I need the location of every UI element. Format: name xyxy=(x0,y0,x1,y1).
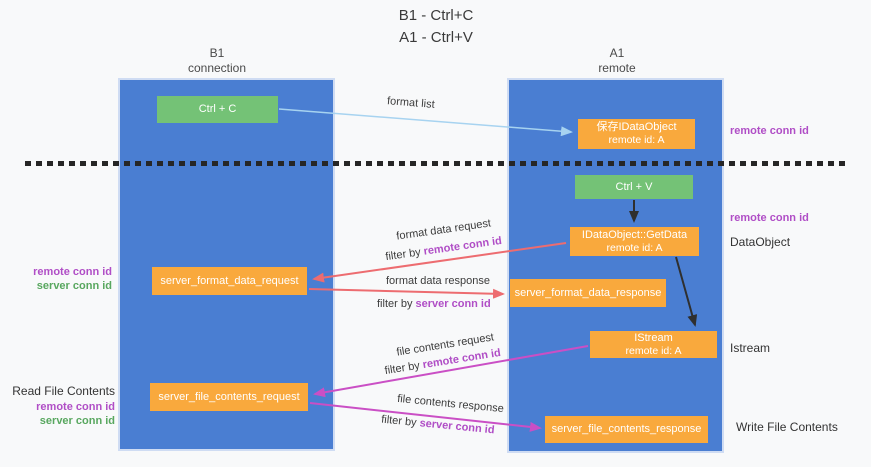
label-remote-conn-id-left: remote conn id xyxy=(33,266,112,278)
save-idataobject-line1: 保存IDataObject xyxy=(596,121,677,133)
filter-key-server-conn-id: server conn id xyxy=(419,417,496,437)
filter-key-server-conn-id: server conn id xyxy=(415,298,491,310)
arrow-format-data-response xyxy=(308,288,505,299)
lane-a1-role: remote xyxy=(598,61,636,75)
box-ctrl-c: Ctrl + C xyxy=(157,96,278,123)
fmt-resp-label: server_format_data_response xyxy=(514,286,662,299)
label-istream: Istream xyxy=(730,341,771,355)
getdata-line2: remote id: A xyxy=(606,241,663,254)
label-file-contents-response: file contents response xyxy=(396,392,505,416)
diagram-title: B1 - Ctrl+C A1 - Ctrl+V xyxy=(336,5,536,49)
fmt-req-label: server_format_data_request xyxy=(160,274,299,287)
label-server-conn-id-left: server conn id xyxy=(36,280,112,292)
filter-prefix: filter by xyxy=(383,359,424,378)
box-server-format-data-response: server_format_data_response xyxy=(510,279,666,307)
label-read-file-contents: Read File Contents xyxy=(12,384,115,398)
file-req-label: server_file_contents_request xyxy=(158,390,300,403)
box-save-idataobject: 保存IDataObject remote id: A xyxy=(578,119,695,149)
ctrl-v-label: Ctrl + V xyxy=(615,180,653,193)
title-line-1: B1 - Ctrl+C xyxy=(398,7,474,24)
box-server-file-contents-response: server_file_contents_response xyxy=(545,416,708,443)
label-group-file-conn-ids: remote conn id server conn id xyxy=(0,400,115,428)
save-idataobject-line2: remote id: A xyxy=(608,134,665,146)
lane-b1-name: B1 xyxy=(209,46,225,60)
istream-line2: remote id: A xyxy=(625,344,682,357)
title-line-2: A1 - Ctrl+V xyxy=(399,29,473,46)
lane-a1-name: A1 xyxy=(609,46,625,60)
box-istream: IStream remote id: A xyxy=(590,331,717,358)
box-idataobject-getdata: IDataObject::GetData remote id: A xyxy=(570,227,699,256)
box-ctrl-v: Ctrl + V xyxy=(575,175,693,199)
label-dataobject: DataObject xyxy=(730,235,791,249)
box-server-format-data-request: server_format_data_request xyxy=(152,267,307,295)
ctrl-c-label: Ctrl + C xyxy=(198,103,237,115)
phase-separator-dashed-line xyxy=(25,161,848,166)
istream-line1: IStream xyxy=(634,331,673,344)
label-remote-conn-id-dataobject: remote conn id xyxy=(730,212,809,224)
label-remote-conn-id-top-right: remote conn id xyxy=(730,125,809,137)
label-write-file-contents: Write File Contents xyxy=(736,420,838,434)
filter-prefix: filter by xyxy=(377,298,416,310)
label-server-conn-id-left-file: server conn id xyxy=(39,415,115,427)
filter-key-remote-conn-id: remote conn id xyxy=(422,234,503,258)
lane-header-a1: A1 remote xyxy=(547,46,687,76)
lane-b1-role: connection xyxy=(187,61,247,75)
getdata-line1: IDataObject::GetData xyxy=(581,228,688,241)
label-format-data-response-filter: filter by server conn id xyxy=(377,298,491,310)
label-remote-conn-id-left-file: remote conn id xyxy=(36,401,115,413)
lane-header-b1: B1 connection xyxy=(147,46,287,76)
label-format-list: format list xyxy=(386,95,436,111)
box-server-file-contents-request: server_file_contents_request xyxy=(150,383,308,411)
label-format-data-response: format data response xyxy=(386,275,490,287)
filter-prefix: filter by xyxy=(380,413,421,430)
filter-prefix: filter by xyxy=(384,245,425,264)
label-group-format-conn-ids: remote conn id server conn id xyxy=(0,265,112,293)
label-file-contents-response-filter: filter by server conn id xyxy=(381,414,495,437)
file-resp-label: server_file_contents_response xyxy=(551,423,702,435)
